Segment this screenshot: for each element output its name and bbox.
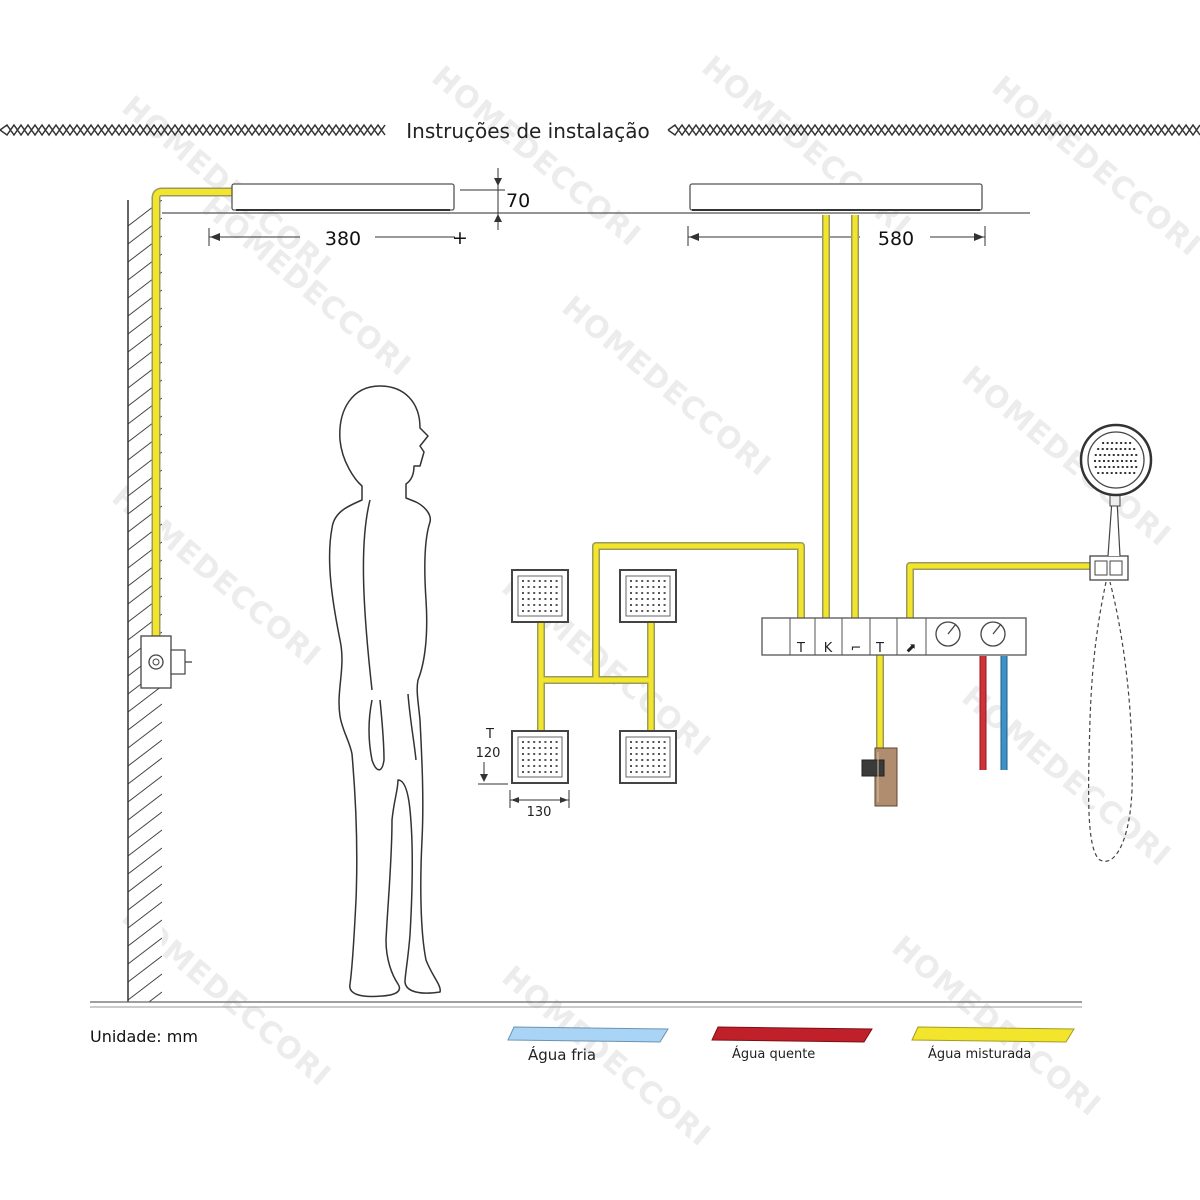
dimension-jet: T 120 130 (476, 727, 570, 820)
rain-shower-left (231, 183, 455, 211)
watermark-text: HOMEDECCORI (985, 69, 1200, 264)
svg-text:T: T (875, 641, 884, 656)
watermark-text: HOMEDECCORI (955, 679, 1178, 874)
dim-label-120: 120 (476, 746, 501, 761)
tub-spout-icon (861, 747, 898, 807)
dim-label-580: 580 (878, 228, 914, 250)
rain-shower-right (689, 183, 983, 211)
legend-label-mixed: Água misturada (928, 1046, 1031, 1062)
mixed-water-pipes (537, 215, 1090, 750)
legend-swatch-hot (711, 1026, 873, 1043)
wall-pipe (151, 187, 232, 640)
page-title: Instruções de instalação (406, 119, 649, 143)
legend: Água fria Água quente Água misturada (507, 1026, 1075, 1064)
dimension-right-rain-width: 580 (687, 226, 986, 250)
dim-label-380: 380 (325, 228, 361, 250)
dimension-rain-height: 70 (460, 168, 530, 230)
zigzag-left (0, 123, 386, 137)
legend-label-hot: Água quente (732, 1046, 815, 1062)
legend-label-cold: Água fria (528, 1045, 596, 1064)
title-border: Instruções de instalação (0, 119, 1200, 143)
svg-text:T: T (485, 727, 494, 742)
body-jet-icon (619, 730, 677, 784)
legend-swatch-mixed (911, 1026, 1075, 1043)
dim-label-70: 70 (506, 190, 530, 212)
hand-shower-icon (1079, 423, 1153, 862)
body-jet-icon (511, 730, 569, 784)
human-figure-icon (328, 385, 441, 998)
plus-mark: + (452, 227, 468, 249)
body-jet-icon (619, 569, 677, 623)
thermostatic-valve-icon: T K ⌐ T ⬈ (761, 617, 1027, 656)
watermark-text: HOMEDECCORI (555, 289, 778, 484)
unit-label: Unidade: mm (90, 1027, 198, 1046)
body-jet-icon (511, 569, 569, 623)
legend-swatch-cold (507, 1026, 669, 1043)
watermark-text: HOMEDECCORI (195, 189, 418, 384)
watermark-text: HOMEDECCORI (425, 59, 648, 254)
floor (90, 1001, 1082, 1008)
wall-valve-icon (140, 635, 192, 689)
svg-text:⌐: ⌐ (851, 641, 862, 656)
svg-text:T: T (796, 641, 805, 656)
zigzag-right (667, 123, 1200, 137)
body-jets (511, 569, 677, 784)
watermark-text: HOMEDECCORI (695, 49, 918, 244)
svg-text:⬈: ⬈ (906, 641, 917, 656)
svg-text:K: K (824, 641, 833, 656)
dimension-left-rain-width: 380 + (208, 227, 468, 250)
dim-label-130: 130 (527, 805, 552, 820)
supply-pipes (979, 656, 1008, 770)
